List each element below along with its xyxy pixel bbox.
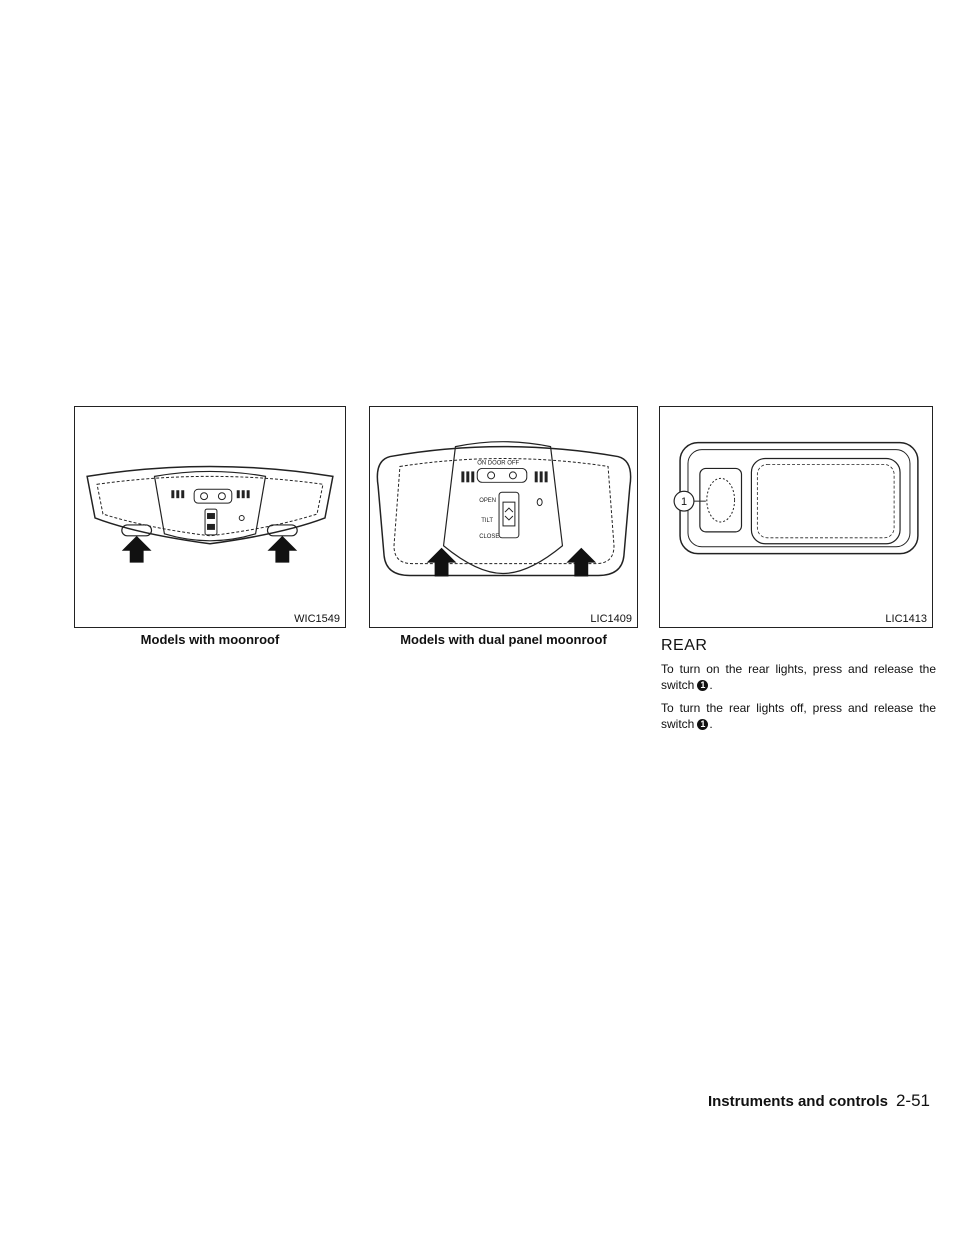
- paragraph-text: To turn on the rear lights, press and re…: [661, 662, 936, 692]
- switch-callout-ref: 1: [697, 680, 709, 692]
- switch-callout-ref: 1: [697, 719, 709, 731]
- figure-caption: Models with dual panel moonroof: [400, 632, 607, 647]
- paragraph-end: .: [709, 678, 713, 692]
- paragraph-text: To turn the rear lights off, press and r…: [661, 701, 936, 731]
- overhead-console-illustration: ON DOOR OFF OPEN TILT CLOSE: [376, 441, 632, 577]
- figure-moonroof: WIC1549: [74, 406, 346, 628]
- callout-1: 1: [681, 496, 687, 508]
- paragraph-turn-off: To turn the rear lights off, press and r…: [661, 700, 936, 732]
- overhead-console-illustration: [86, 465, 334, 563]
- paragraph-end: .: [709, 717, 713, 731]
- footer-section-name: Instruments and controls: [707, 1093, 888, 1110]
- figure-dual-panel-moonroof: ON DOOR OFF OPEN TILT CLOSE LIC1409: [369, 406, 638, 628]
- page-number: 2-51: [895, 1091, 930, 1110]
- rear-light-illustration: 1: [673, 441, 919, 555]
- figure-code: LIC1409: [590, 613, 632, 625]
- switch-label-close: CLOSE: [479, 534, 499, 540]
- section-heading: REAR: [661, 637, 708, 654]
- switch-label-open: OPEN: [479, 498, 496, 504]
- switch-label-tilt: TILT: [481, 518, 493, 524]
- figure-code: WIC1549: [294, 613, 340, 625]
- paragraph-turn-on: To turn on the rear lights, press and re…: [661, 661, 936, 693]
- figure-rear-light: 1 LIC1413: [659, 406, 933, 628]
- switch-label-on-door-off: ON DOOR OFF: [477, 460, 519, 466]
- page-footer: Instruments and controls 2-51: [708, 1091, 930, 1111]
- figure-code: LIC1413: [885, 613, 927, 625]
- figure-caption: Models with moonroof: [140, 632, 280, 647]
